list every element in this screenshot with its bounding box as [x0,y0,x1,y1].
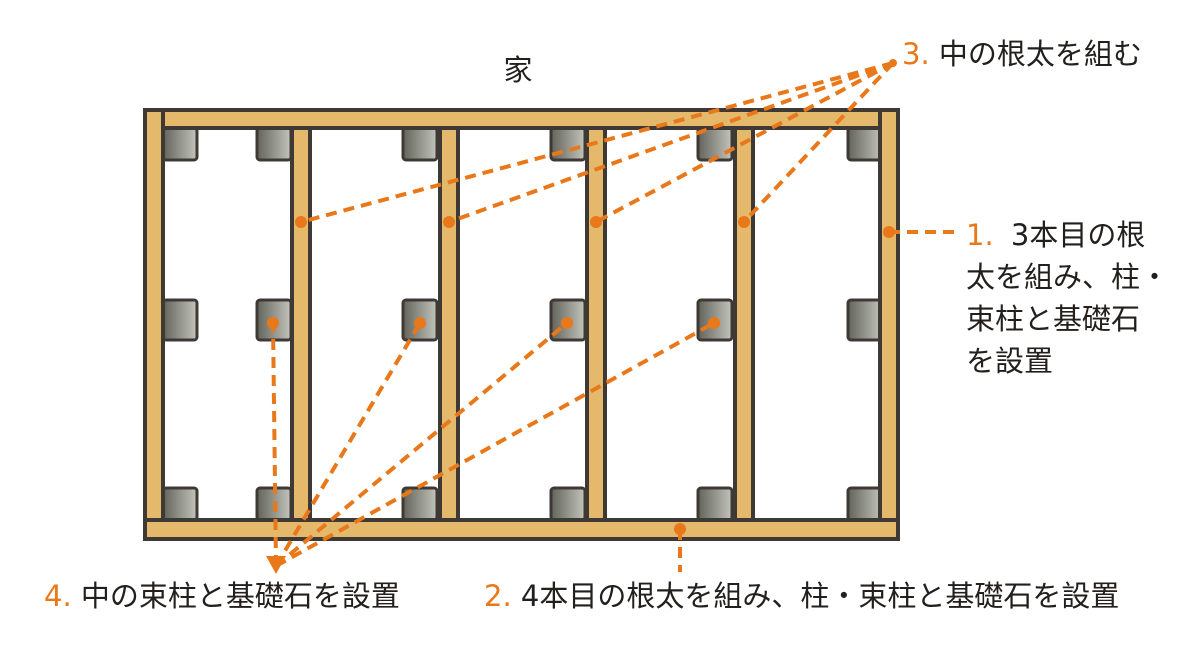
leader-line-step-4 [275,321,715,568]
step-1-label: 1. 3本目の根 太を組み、柱・ 束柱と基礎石 を設置 [966,218,1169,378]
middle-joist [733,126,755,522]
leader-dot [883,226,895,238]
foundation-stone [696,486,734,522]
leader-line-step-3 [595,61,894,224]
step-2-label: 2. 4本目の根太を組み、柱・束柱と基礎石を設置 [484,579,1119,613]
foundation-stone [401,126,439,162]
foundation-stone [846,298,884,342]
step-3-label: 3. 中の根太を組む [902,37,1142,71]
leader-lines [266,59,960,574]
step-3-text: 中の根太を組む [939,37,1142,71]
step-1-line-1: 3本目の根 [1011,218,1145,252]
leader-dot [674,523,686,535]
foundation-stone [846,126,884,162]
leader-line-step-4 [274,321,569,568]
step-2-text: 4本目の根太を組み、柱・束柱と基礎石を設置 [521,579,1119,613]
middle-joist [438,126,460,522]
left-post [143,108,165,522]
leader-line-step-3 [742,61,895,224]
leader-dot [738,216,750,228]
right-joist [878,108,900,522]
leader-line-step-3 [448,61,894,224]
step-1-number: 1. [966,218,994,252]
leader-dot [414,317,426,329]
leader-line-step-3 [300,61,894,224]
leader-line-step-4 [274,321,422,568]
bottom-joist [143,518,900,541]
leader-dot [708,317,720,329]
leader-line-step-4 [271,322,278,567]
step-2-number: 2. [484,579,512,613]
leader-dot [267,317,279,329]
house-label: 家 [503,53,532,87]
leader-dot [443,216,455,228]
step-1-line-2: 太を組み、柱・ [966,260,1169,294]
leader-dot [561,317,573,329]
step-1-line-4: を設置 [966,344,1053,378]
step-4-number: 4. [44,579,72,613]
foundation-stone [161,486,199,522]
arrow-tip [266,556,286,574]
foundation-stone [255,126,293,162]
foundation-stone [161,126,199,162]
foundation-stone [846,486,884,522]
middle-joist [290,126,312,522]
foundation-stone [161,298,199,342]
svg-text:1. 3本目の根: 1. 3本目の根 [966,218,1145,252]
step-4-label: 4. 中の束柱と基礎石を設置 [44,579,400,613]
step-4-text: 中の束柱と基礎石を設置 [81,579,400,613]
leader-dot [590,216,602,228]
leader-dot [295,216,307,228]
foundation-stone [549,486,587,522]
arrow-tip [889,59,897,67]
wood-frame [143,108,900,541]
middle-joist [585,126,607,522]
step-1-line-3: 束柱と基礎石 [966,302,1140,336]
step-3-number: 3. [902,37,930,71]
